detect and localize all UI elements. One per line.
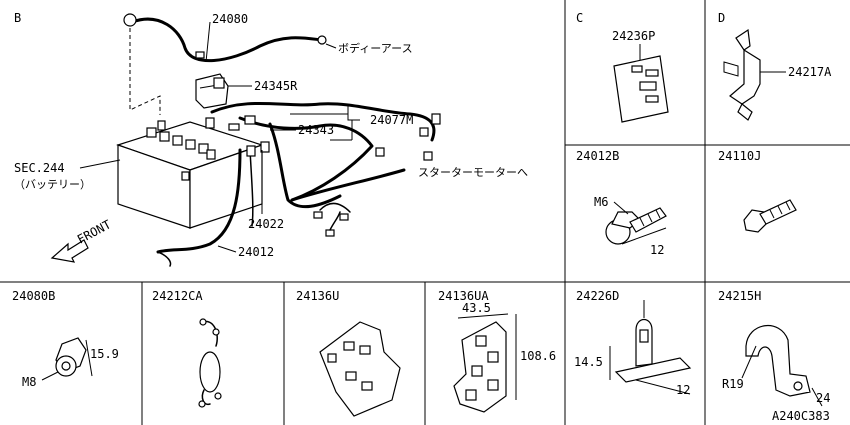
dim-24012B-thread: M6 <box>594 195 608 209</box>
panel-c: C 24236P <box>576 11 669 123</box>
label-24080: 24080 <box>212 12 248 26</box>
dim-24080B-width: 15.9 <box>90 347 119 361</box>
part-24110J-label: 24110J <box>718 149 761 163</box>
panel-d: D 24217A <box>718 11 832 121</box>
dim-24136UA-height: 108.6 <box>520 349 556 363</box>
clip-24136U <box>319 321 401 417</box>
panel-24110J: 24110J <box>718 149 797 233</box>
front-arrow <box>50 239 89 263</box>
panel-24212CA: 24212CA <box>152 289 222 408</box>
bolt-24110J <box>743 199 797 233</box>
part-24012B-label: 24012B <box>576 149 619 163</box>
panel-b-letter: B <box>14 11 21 25</box>
bolt-24012B <box>605 207 667 245</box>
label-24343: 24343 <box>298 123 334 137</box>
part-24236P-label: 24236P <box>612 29 655 43</box>
label-sec244: SEC.244 <box>14 161 65 175</box>
label-battery: （バッテリー） <box>14 178 91 191</box>
panel-24136UA: 24136UA 43.5 108.6 <box>438 289 556 413</box>
label-body-earth: ボディーアース <box>338 41 413 55</box>
dim-24080B-thread: M8 <box>22 375 36 389</box>
dim-24012B-length: 12 <box>650 243 664 257</box>
nut-24080B <box>55 337 87 377</box>
part-24212CA-label: 24212CA <box>152 289 203 303</box>
panel-24136U: 24136U <box>296 289 401 417</box>
clip-24226D <box>614 300 692 383</box>
panel-24012B: 24012B M6 12 <box>576 149 667 257</box>
battery <box>116 120 264 229</box>
panel-d-letter: D <box>718 11 725 25</box>
part-24136U-label: 24136U <box>296 289 339 303</box>
panel-24215H: 24215H R19 24 <box>718 289 830 407</box>
clamp-24215H <box>745 324 811 397</box>
panel-24226D: 24226D 14.5 12 <box>574 289 692 397</box>
dim-24136UA-width: 43.5 <box>462 301 491 315</box>
diagram-code: A240C383 <box>772 409 830 423</box>
ground-terminal-top <box>123 13 327 59</box>
panel-24080B: 24080B 15.9 M8 <box>12 289 119 389</box>
part-24226D-label: 24226D <box>576 289 619 303</box>
strap-24212CA <box>198 318 222 408</box>
part-24217A-label: 24217A <box>788 65 832 79</box>
part-24136UA-label: 24136UA <box>438 289 489 303</box>
label-24022: 24022 <box>248 217 284 231</box>
panel-c-letter: C <box>576 11 583 25</box>
dim-24215H-radius: R19 <box>722 377 744 391</box>
dim-24226D-height: 14.5 <box>574 355 603 369</box>
harness-connectors <box>205 113 441 237</box>
panel-b: B 24080 ボディーアース <box>14 11 528 267</box>
clip-24136UA <box>453 321 507 413</box>
label-24077M: 24077M <box>370 113 413 127</box>
dim-24226D-length: 12 <box>676 383 690 397</box>
part-24080B-label: 24080B <box>12 289 55 303</box>
label-24012: 24012 <box>238 245 274 259</box>
label-front: FRONT <box>75 217 113 246</box>
part-24236P <box>613 55 669 123</box>
terminal-cover-24345R <box>195 73 229 109</box>
part-24215H-label: 24215H <box>718 289 761 303</box>
part-24217A <box>723 28 761 121</box>
label-starter: スターターモーターへ <box>418 166 528 179</box>
dim-24215H-width: 24 <box>816 391 830 405</box>
label-24345R: 24345R <box>254 79 298 93</box>
